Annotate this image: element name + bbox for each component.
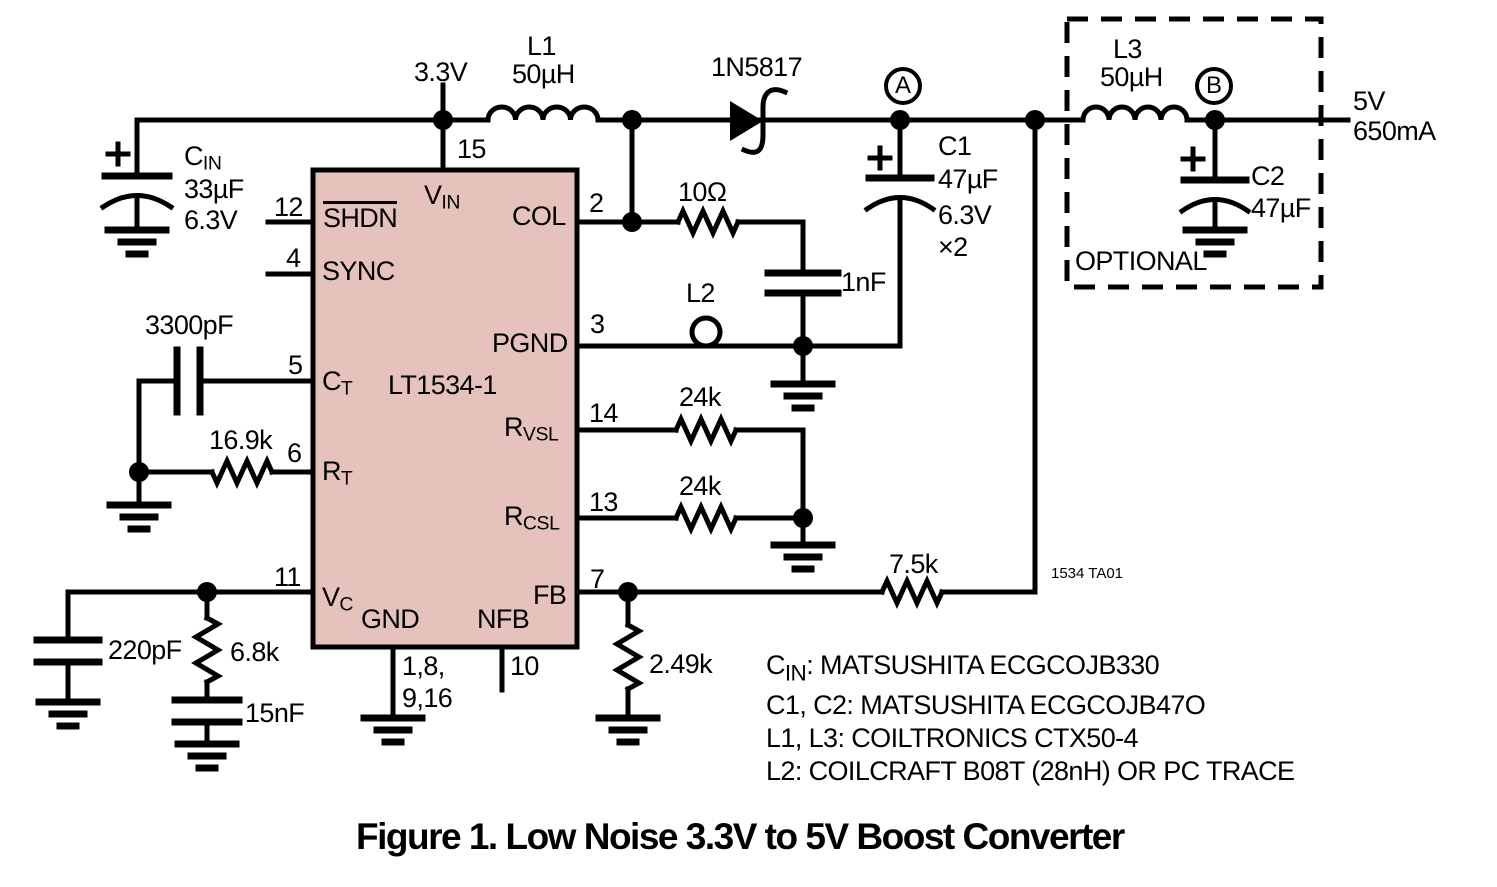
rt-resistor-label: 16.9k (209, 425, 273, 455)
supply-3v3-label: 3.3V (414, 57, 468, 87)
figure-caption: Figure 1. Low Noise 3.3V to 5V Boost Con… (356, 816, 1125, 857)
pin-10-number: 10 (510, 651, 539, 681)
note-l1-l3: L1, L3: COILTRONICS CTX50-4 (766, 723, 1139, 754)
cin-value-label: 33µF (184, 174, 244, 204)
vc-cap1-label: 220pF (108, 635, 182, 665)
l2-name-label: L2 (686, 278, 715, 308)
diode-part-label: 1N5817 (711, 52, 803, 82)
ic-part-number: LT1534-1 (388, 370, 497, 400)
pin-4-number: 4 (286, 243, 301, 273)
pin-2-number: 2 (589, 188, 604, 218)
fb-resistor-7k5 (878, 574, 946, 610)
c1-value-label: 47µF (938, 164, 998, 194)
cin-ground-symbol (104, 226, 170, 258)
c1-name-label: C1 (938, 131, 972, 161)
rcsl-resistor-24k (574, 500, 806, 548)
rvsl-resistor-label: 24k (679, 382, 721, 412)
rcsl-ground-symbol (770, 541, 836, 573)
snubber-capacitor-1nf (764, 219, 842, 349)
optional-dashed-box (1064, 16, 1324, 290)
vc-capacitor-15nf (171, 696, 243, 747)
ic-pin-col-label: COL (512, 201, 566, 231)
ic-pin-rvsl-label: RVSL (504, 412, 559, 446)
gnd-ground-symbol (360, 714, 426, 746)
vc-capacitor-220pf (33, 589, 103, 705)
fb-resistor-2k49 (612, 589, 645, 721)
c1-voltage-label: 6.3V (938, 200, 992, 230)
note-c1-c2: C1, C2: MATSUSHITA ECGCOJB47O (766, 690, 1206, 721)
component-notes: CIN: MATSUSHITA ECGCOJB330 C1, C2: MATSU… (766, 649, 1295, 788)
c220-ground-symbol (35, 698, 101, 730)
figure-tag: 1534 TA01 (1051, 565, 1124, 582)
snubber-capacitor-label: 1nF (841, 267, 886, 297)
l1-name-label: L1 (527, 31, 556, 61)
output-current-label: 650mA (1353, 116, 1436, 146)
gnd-pin-numbers-1: 1,8, (402, 651, 445, 681)
note-l2: L2: COILCRAFT B08T (28nH) OR PC TRACE (766, 756, 1295, 787)
c1-capacitor (863, 117, 937, 349)
output-voltage-label: 5V (1353, 86, 1385, 116)
snubber-resistor-label: 10Ω (678, 177, 727, 207)
ic-lt1534 (310, 167, 580, 650)
ic-pin-sync-label: SYNC (322, 256, 395, 286)
cin-name-label: CIN (184, 141, 222, 175)
c2-value-label: 47µF (1251, 193, 1311, 223)
gnd-pin-numbers-2: 9,16 (402, 683, 453, 713)
fb-low-resistor-label: 2.49k (649, 649, 713, 679)
pgnd-ground-symbol (770, 380, 836, 412)
c2-ground-symbol (1182, 226, 1248, 258)
pin-5-number: 5 (288, 350, 303, 380)
pin-12-number: 12 (274, 192, 303, 222)
ic-pin-gnd-label: GND (361, 604, 420, 634)
c2-name-label: C2 (1251, 161, 1285, 191)
ic-pin-ct-label: CT (322, 366, 353, 400)
ic-pin-pgnd-label: PGND (492, 328, 568, 358)
ic-pin-vin-label: VIN (424, 180, 461, 214)
c15n-ground-symbol (174, 740, 240, 772)
ic-pin-rcsl-label: RCSL (504, 501, 560, 535)
vc-cap2-label: 15nF (245, 698, 305, 728)
pin-6-number: 6 (287, 438, 302, 468)
pin-11-number: 11 (274, 562, 301, 592)
ct-capacitor-3300pf (136, 346, 316, 475)
ct-capacitor-label: 3300pF (145, 310, 234, 340)
l3-inductor (1080, 104, 1190, 123)
note-cin: CIN: MATSUSHITA ECGCOJB330 (766, 650, 1160, 686)
rt-ground-symbol (106, 501, 172, 533)
rvsl-resistor-24k (574, 412, 806, 521)
node-b-circle (1195, 67, 1233, 105)
rcsl-resistor-label: 24k (679, 471, 721, 501)
node-a-letter: A (894, 72, 911, 99)
cin-capacitor (99, 117, 175, 233)
diode-1n5817 (730, 87, 789, 155)
pin-13-number: 13 (589, 487, 618, 517)
l3-name-label: L3 (1113, 34, 1142, 64)
pin-7-number: 7 (590, 564, 605, 594)
l1-inductor (485, 104, 601, 123)
node-a-circle (884, 67, 922, 105)
junction-dots (129, 110, 1225, 602)
l1-value-label: 50µH (512, 59, 575, 89)
c1-qty-label: ×2 (938, 232, 968, 262)
pin-15-number: 15 (457, 134, 486, 164)
ic-pin-vc-label: VC (322, 582, 354, 616)
cin-voltage-label: 6.3V (184, 205, 238, 235)
c2-capacitor (1178, 117, 1252, 233)
pin-14-number: 14 (589, 398, 618, 428)
ic-pin-nfb-label: NFB (477, 604, 530, 634)
optional-label: OPTIONAL (1075, 246, 1207, 276)
l3-value-label: 50µH (1100, 62, 1163, 92)
ic-pin-rt-label: RT (322, 456, 353, 490)
fb-high-resistor-label: 7.5k (889, 549, 938, 579)
ic-pin-fb-label: FB (533, 580, 567, 610)
vc-resistor-label: 6.8k (230, 637, 279, 667)
snubber-resistor-10ohm (674, 204, 806, 240)
fb-ground-symbol (595, 714, 661, 746)
ic-pin-shdn-label: SHDN (323, 201, 398, 233)
vc-resistor-6k8 (191, 589, 224, 703)
l2-inductor (689, 315, 723, 349)
pin-3-number: 3 (590, 309, 605, 339)
node-b-letter: B (1205, 72, 1222, 99)
